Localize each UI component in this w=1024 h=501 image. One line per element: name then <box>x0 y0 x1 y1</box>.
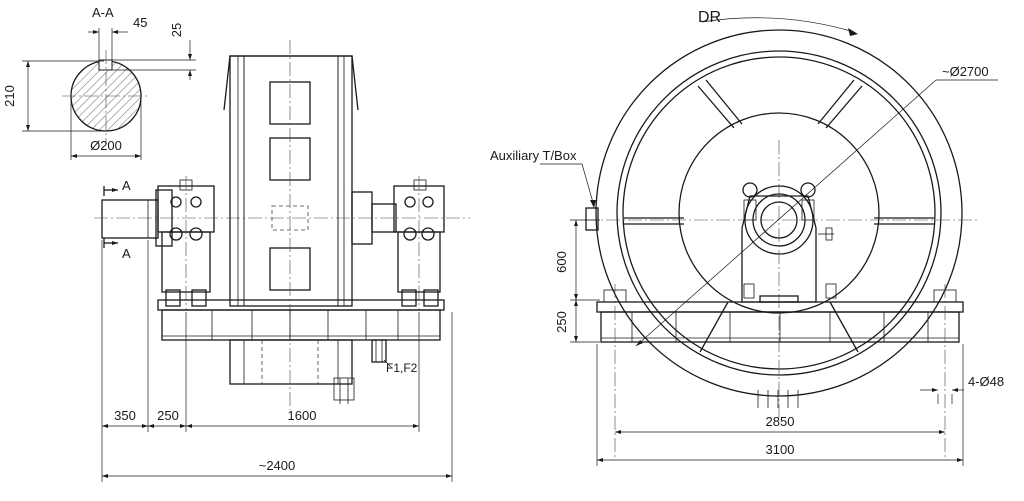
dim-600: 600 <box>554 251 569 273</box>
front-view: A A <box>94 40 470 482</box>
dim-350: 350 <box>114 408 136 423</box>
shaft-diameter-dim: Ø200 <box>90 138 122 153</box>
aux-box-label: Auxiliary T/Box <box>490 148 577 163</box>
shaft-coupling <box>155 189 173 247</box>
base-frame-top-plate <box>157 299 445 311</box>
keyway-width-dim: 45 <box>133 15 147 30</box>
dim-2850: 2850 <box>766 414 795 429</box>
auxiliary-terminal-box <box>585 207 599 231</box>
keyway <box>98 59 113 71</box>
side-view: DR <box>490 9 1004 466</box>
base-frame <box>161 309 441 341</box>
dim-3100: 3100 <box>766 442 795 457</box>
input-shaft <box>101 199 159 239</box>
terminal-box <box>371 339 387 363</box>
section-label: A-A <box>92 5 114 20</box>
holes-label: 4-Ø48 <box>968 374 1004 389</box>
cut-mark-top: A <box>122 178 131 193</box>
drum-body <box>229 55 353 307</box>
dim-250-side: 250 <box>554 311 569 333</box>
dim-250: 250 <box>157 408 179 423</box>
rotation-label: DR <box>698 9 721 26</box>
terminal-label: F1,F2 <box>386 361 418 375</box>
keyway-depth-dim: 25 <box>169 23 184 37</box>
dim-2400: ~2400 <box>259 458 296 473</box>
section-height-dim: 210 <box>2 85 17 107</box>
cut-mark-bottom: A <box>122 246 131 261</box>
dim-1600: 1600 <box>288 408 317 423</box>
diameter-label: ~Ø2700 <box>942 64 989 79</box>
drum-lower <box>229 339 353 385</box>
section-a-a: A-A 45 25 210 Ø200 <box>2 5 196 160</box>
